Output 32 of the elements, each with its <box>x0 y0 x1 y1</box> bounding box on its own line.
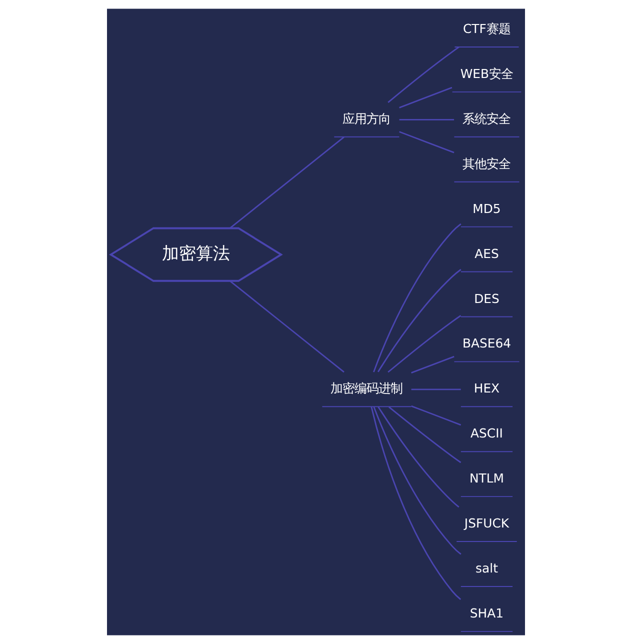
node-text: BASE64 <box>462 336 511 351</box>
connector <box>229 136 344 228</box>
connector <box>229 280 344 373</box>
node-text: NTLM <box>468 470 504 486</box>
connector <box>410 388 460 390</box>
node-text: HEX <box>473 380 500 396</box>
node-text: 应用方向 <box>342 110 390 126</box>
node-text: DES <box>474 290 499 306</box>
node-text: JSFUCK <box>464 516 509 531</box>
connector <box>370 406 461 600</box>
node-text: 其他安全 <box>462 156 510 171</box>
node-text: 加密编码进制 <box>330 380 402 396</box>
node-text: CTF赛题 <box>462 21 510 36</box>
node-text: 系统安全 <box>462 110 510 126</box>
connector <box>387 315 461 373</box>
node-text: SHA1 <box>469 605 504 620</box>
node-text: WEB安全 <box>460 66 513 81</box>
connector <box>398 86 452 108</box>
node-text: ASCII <box>470 426 502 441</box>
connector <box>410 356 454 374</box>
connector <box>377 406 459 508</box>
connector <box>398 118 454 120</box>
connector <box>387 46 459 103</box>
node-text: AES <box>474 246 498 261</box>
node-text: salt <box>475 560 498 576</box>
connector <box>376 268 461 372</box>
connector <box>410 405 461 426</box>
connector <box>372 223 461 372</box>
node-text: MD5 <box>472 200 500 216</box>
connector <box>388 406 461 464</box>
connector <box>398 131 454 154</box>
connector <box>372 406 461 555</box>
